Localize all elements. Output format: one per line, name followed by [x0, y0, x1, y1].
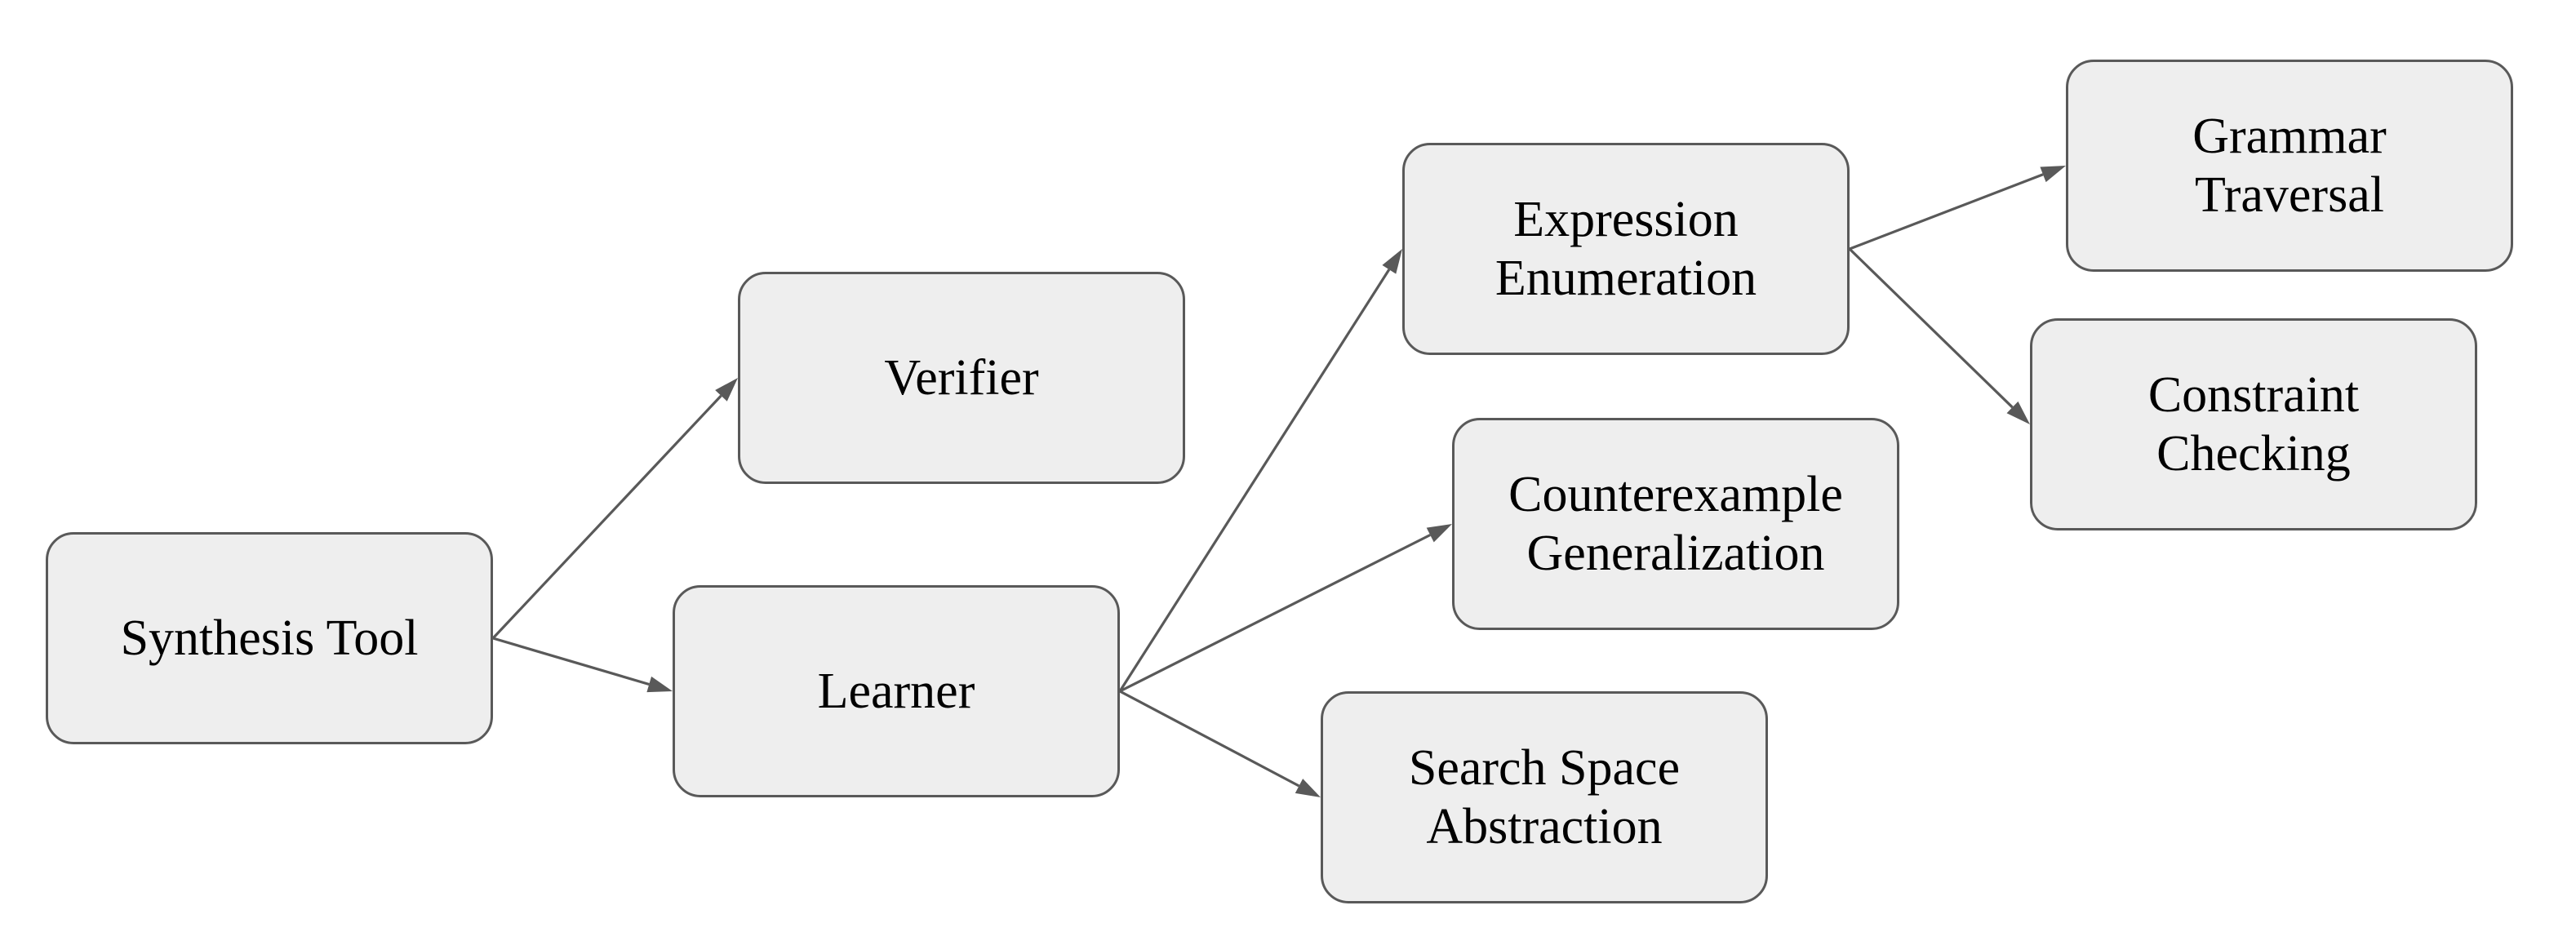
edge-synthesis_tool-to-verifier — [491, 394, 722, 640]
node-constraint-checking: Constraint Checking — [2030, 318, 2477, 530]
arrowhead-synthesis_tool-to-learner — [646, 676, 673, 693]
node-learner: Learner — [673, 585, 1120, 797]
node-counterexample-generalization: Counterexample Generalization — [1452, 418, 1899, 630]
edge-synthesis_tool-to-learner — [492, 637, 650, 686]
arrowhead-learner-to-expression_enumeration — [1382, 249, 1402, 274]
node-search-space-abstraction: Search Space Abstraction — [1321, 691, 1768, 903]
arrowhead-expression_enumeration-to-grammar_traversal — [2040, 166, 2066, 183]
node-label-synthesis-tool: Synthesis Tool — [120, 610, 419, 666]
node-verifier: Verifier — [738, 272, 1185, 484]
node-label-expression-enumeration: Expression Enumeration — [1495, 192, 1757, 306]
node-label-verifier: Verifier — [884, 350, 1039, 406]
arrowhead-learner-to-counterexample_generalization — [1426, 524, 1452, 543]
edge-learner-to-counterexample_generalization — [1119, 534, 1431, 693]
edge-learner-to-search_space_abstraction — [1119, 690, 1300, 788]
node-synthesis-tool: Synthesis Tool — [46, 532, 493, 744]
node-label-constraint-checking: Constraint Checking — [2147, 367, 2360, 482]
node-label-learner: Learner — [817, 664, 975, 719]
node-expression-enumeration: Expression Enumeration — [1402, 143, 1850, 355]
edge-expression_enumeration-to-constraint_checking — [1848, 247, 2014, 409]
arrowhead-learner-to-search_space_abstraction — [1295, 779, 1321, 797]
arrowhead-expression_enumeration-to-constraint_checking — [2006, 401, 2030, 424]
node-label-search-space-abstraction: Search Space Abstraction — [1408, 740, 1681, 854]
edge-learner-to-expression_enumeration — [1118, 269, 1391, 692]
node-label-counterexample-generalization: Counterexample Generalization — [1508, 467, 1843, 581]
node-grammar-traversal: Grammar Traversal — [2066, 60, 2513, 272]
node-label-grammar-traversal: Grammar Traversal — [2192, 109, 2387, 223]
edge-expression_enumeration-to-grammar_traversal — [1849, 173, 2044, 251]
arrowhead-synthesis_tool-to-verifier — [715, 378, 738, 402]
